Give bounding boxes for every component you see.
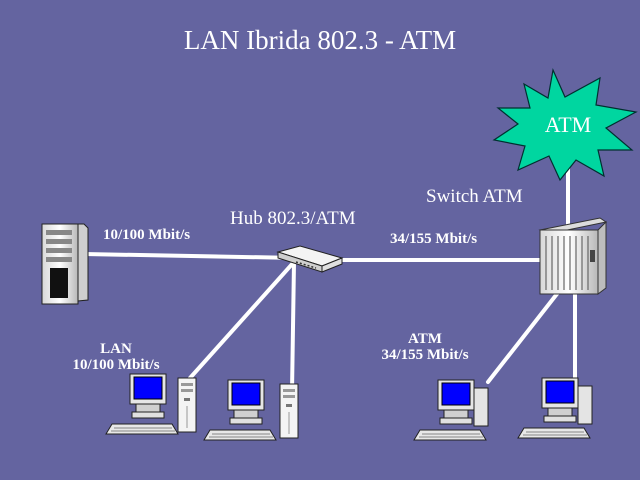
link-hub-lan-pc2 [290,260,296,394]
atm-switch-icon [538,217,608,295]
lan-group-line2: 10/100 Mbit/s [72,356,160,373]
switch-label: Switch ATM [426,186,523,207]
desktop-computer-icon [517,377,593,439]
page-title: LAN Ibrida 802.3 - ATM [183,25,457,55]
hub-label: Hub 802.3/ATM [230,208,356,229]
atm-cloud-label: ATM [544,112,592,137]
link-switch-atm-pc1 [486,288,562,384]
desktop-computer-icon [279,383,299,439]
atm-group-label: ATM 34/155 Mbit/s [372,331,478,364]
hub-switch-speed-label: 34/155 Mbit/s [390,231,478,247]
server-link-speed-label: 10/100 Mbit/s [103,227,191,243]
desktop-computer-icon [177,377,197,433]
lan-group-label: LAN 10/100 Mbit/s [66,341,166,374]
link-hub-lan-pc1 [188,260,296,380]
desktop-computer-icon [413,379,489,441]
desktop-computer-icon [203,379,277,441]
atm-group-line1: ATM [408,331,442,347]
server-tower-icon [41,223,89,305]
atm-cloud-icon [492,67,638,182]
hub-icon [276,245,344,273]
desktop-computer-icon [105,373,179,435]
lan-group-line1: LAN [100,341,132,357]
link-server-hub [82,252,300,260]
atm-group-line2: 34/155 Mbit/s [381,346,469,363]
